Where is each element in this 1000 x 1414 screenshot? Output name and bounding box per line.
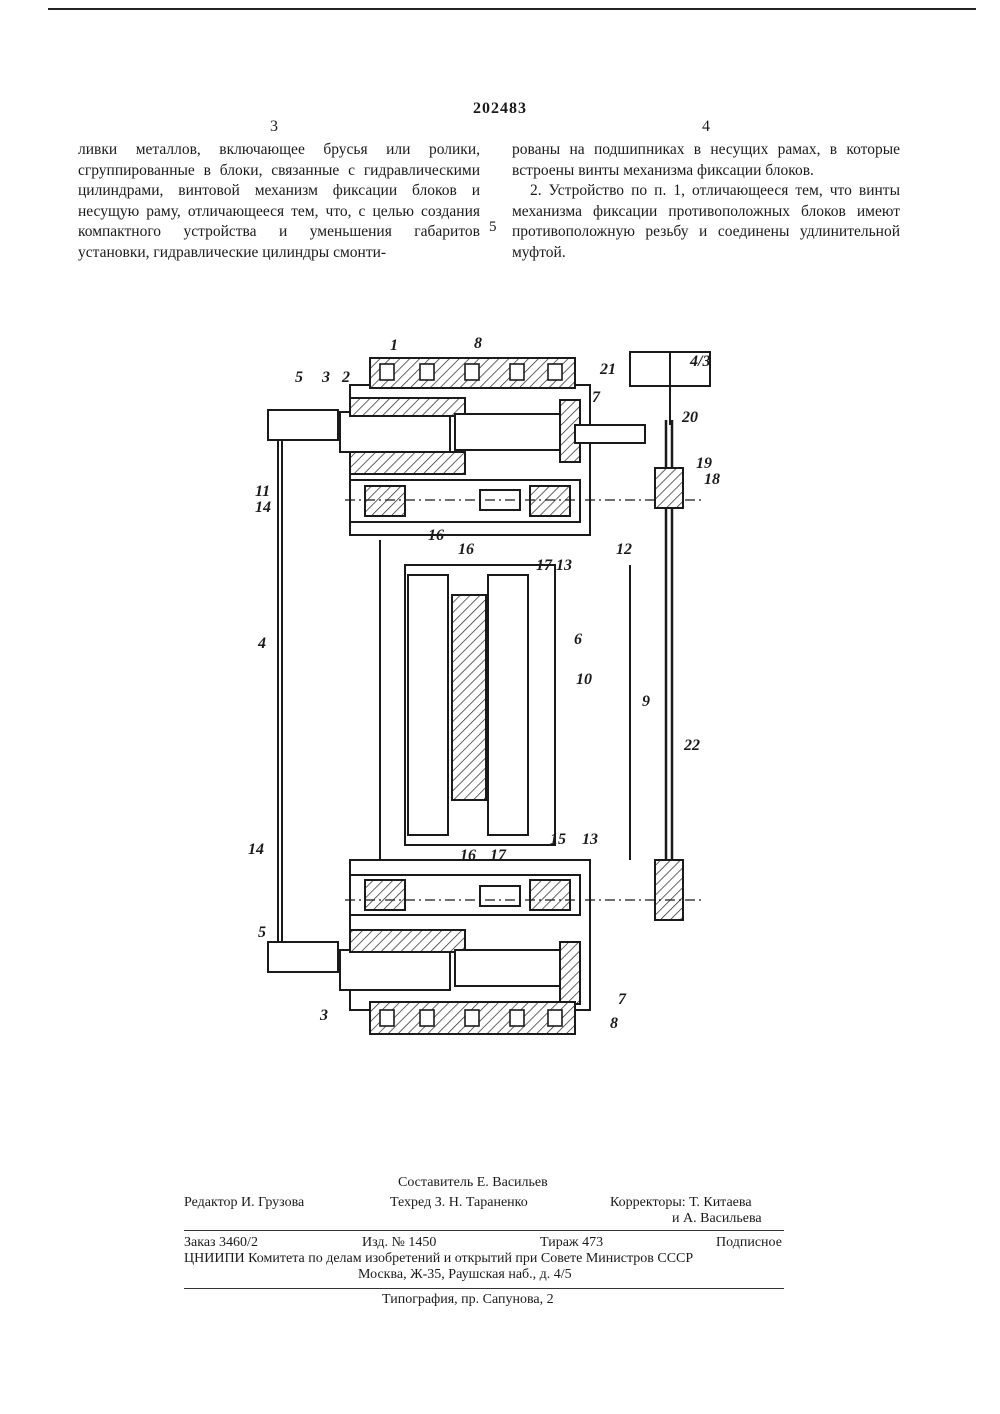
label-19: 19 [696,455,712,472]
label-7-bottom: 7 [618,991,627,1008]
right-column: рованы на подшипниках в несущих рамах, в… [512,140,900,263]
label-21: 21 [599,361,616,378]
correctors-line-1: Корректоры: Т. Китаева [610,1195,752,1211]
label-16-c: 16 [460,847,476,864]
label-11: 11 [255,483,270,500]
compiler-line: Составитель Е. Васильев [398,1175,548,1191]
label-1: 1 [390,337,398,354]
printing-line: Типография, пр. Сапунова, 2 [382,1292,554,1308]
label-3-top: 3 [321,369,330,386]
org-line: ЦНИИПИ Комитета по делам изобретений и о… [184,1251,693,1267]
label-13-bottom: 13 [582,831,598,848]
label-18: 18 [704,471,720,488]
label-5-top: 5 [295,369,303,386]
handwritten-mark: 4/3 [689,353,710,370]
correctors-line-2: и А. Васильева [672,1211,762,1227]
label-12: 12 [616,541,632,558]
label-22: 22 [683,737,700,754]
edition-line: Изд. № 1450 [362,1235,436,1251]
label-14-top: 14 [255,499,271,516]
right-column-number: 4 [702,118,710,136]
subscription-line: Подписное [716,1235,782,1251]
right-column-paragraph-1: рованы на подшипниках в несущих рамах, в… [512,140,900,181]
techred-line: Техред З. Н. Тараненко [390,1195,528,1211]
label-6: 6 [574,631,582,648]
imprint-rule-top [184,1230,784,1231]
frame-4 [278,418,282,958]
label-16-b: 16 [458,541,474,558]
label-17-top: 17 [536,557,553,574]
editor-line: Редактор И. Грузова [184,1195,304,1211]
left-column-number: 3 [270,118,278,136]
label-10: 10 [576,671,592,688]
label-4: 4 [257,635,266,652]
label-7-top: 7 [592,389,601,406]
label-15: 15 [550,831,566,848]
patent-number: 202483 [0,100,1000,118]
label-16-a: 16 [428,527,444,544]
imprint-rule-bottom [184,1288,784,1289]
line-number-marker: 5 [489,219,497,236]
technical-drawing: 1 8 5 3 2 21 4/3 20 7 11 19 18 14 16 16 … [230,330,730,1060]
label-3-bottom: 3 [319,1007,328,1024]
label-8-top: 8 [474,335,482,352]
label-14-bottom: 14 [248,841,264,858]
label-5-bottom: 5 [258,924,266,941]
top-rule [48,8,976,10]
label-20: 20 [681,409,698,426]
label-9: 9 [642,693,650,710]
left-column-text: ливки металлов, включающее брусья или ро… [78,140,480,263]
address-line: Москва, Ж-35, Раушская наб., д. 4/5 [358,1267,572,1283]
label-17-bottom: 17 [490,847,507,864]
order-line: Заказ 3460/2 [184,1235,258,1251]
circulation-line: Тираж 473 [540,1235,603,1251]
right-column-paragraph-2: 2. Устройство по п. 1, отличающееся тем,… [512,181,900,263]
label-2: 2 [341,369,350,386]
label-8-bottom: 8 [610,1015,618,1032]
label-13-top: 13 [556,557,572,574]
